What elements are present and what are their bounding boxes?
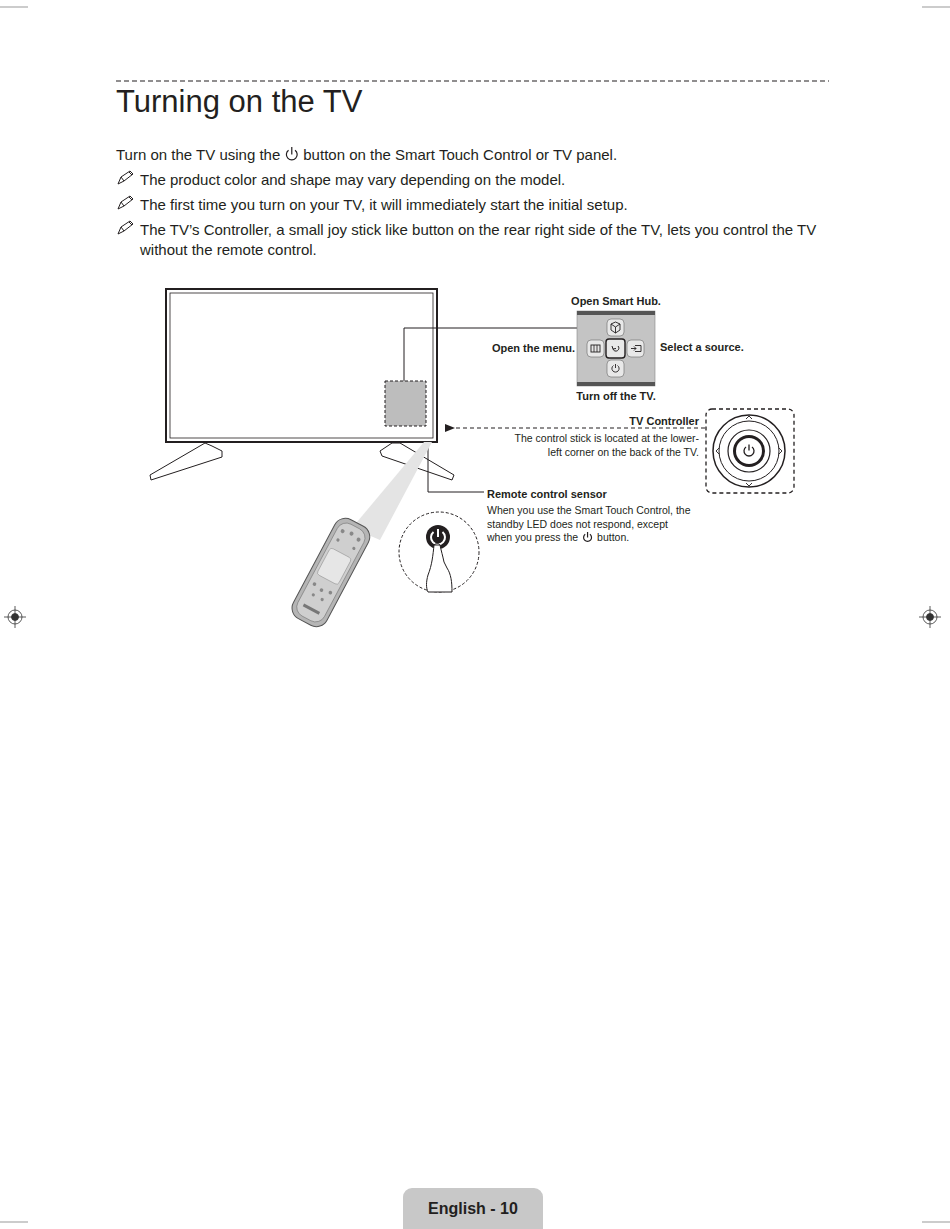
label-text: When you use the Smart Touch Control, th… [487, 503, 699, 531]
label-text: when you press the [487, 531, 578, 544]
registration-marks [4, 606, 941, 628]
label-text: button on the Smart Touch Control or TV … [303, 145, 617, 164]
page-number-tab: English - 10 [403, 1188, 543, 1229]
note-icons [118, 171, 133, 234]
label-text: Open Smart Hub. [571, 294, 661, 308]
label-text: Select a source. [660, 340, 744, 354]
label-text: Turn off the TV. [576, 389, 655, 403]
label-text: Turn on the TV using the [116, 145, 280, 164]
power-symbol [286, 147, 297, 160]
page-title: Turning on the TV [116, 84, 362, 120]
crop-marks [0, 7, 950, 1222]
label-text: The TV’s Controller, a small joy stick l… [140, 220, 840, 260]
power-symbol [584, 532, 592, 541]
tv-illustration [150, 289, 454, 480]
label-text: button. [597, 531, 629, 544]
control-panel [577, 311, 655, 386]
tv-controller [706, 409, 794, 493]
label-text: The control stick is located at the lowe… [509, 431, 699, 459]
page-number: English - 10 [428, 1200, 518, 1218]
power-button-callout [399, 512, 479, 592]
label-text: Remote control sensor [487, 487, 607, 501]
label-text: TV Controller [629, 414, 699, 428]
leader-line [404, 328, 577, 381]
pointer-arrow [454, 427, 705, 428]
remote-illustration [288, 514, 374, 631]
label-text: Open the menu. [492, 341, 575, 355]
label-text: The product color and shape may vary dep… [140, 170, 565, 189]
label-text: The first time you turn on your TV, it w… [140, 195, 628, 214]
header-rule [116, 80, 829, 81]
leader-line [428, 441, 484, 492]
